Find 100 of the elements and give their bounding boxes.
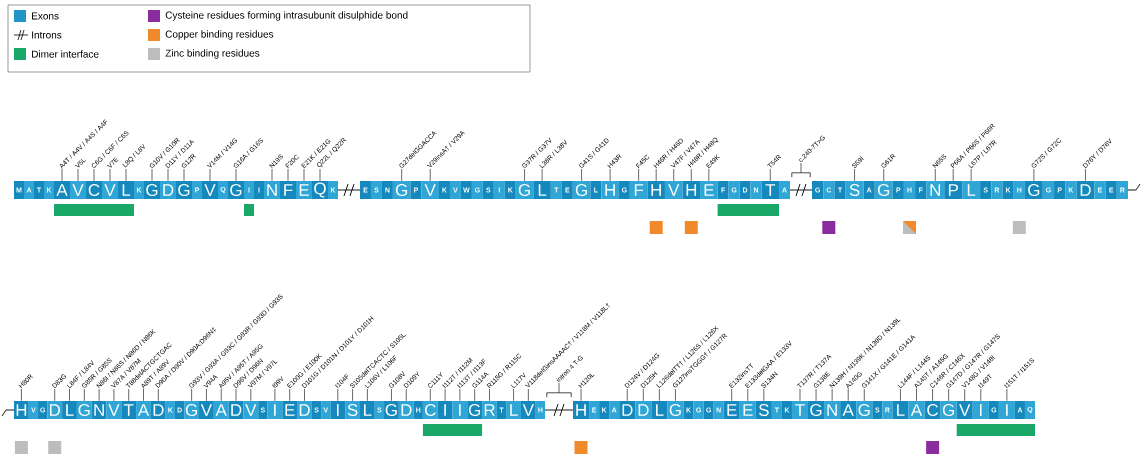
leader-line [655, 168, 657, 182]
leader-line [489, 388, 490, 402]
sequence-cell: D [1076, 181, 1095, 199]
leader-line [61, 168, 63, 182]
leader-line [847, 388, 849, 402]
leader-line [831, 388, 833, 402]
leader-line [964, 388, 965, 402]
leader-line [113, 388, 115, 402]
leader-line [444, 388, 446, 402]
legend-label: Dimer interface [32, 50, 99, 58]
leader-line [558, 382, 560, 394]
bracket [791, 172, 811, 178]
leader-line [932, 388, 933, 402]
legend-label: Introns [32, 31, 62, 39]
leader-line [167, 168, 169, 182]
leader-line [854, 168, 855, 182]
leader-line [1085, 168, 1086, 182]
sequence-cell: D [297, 401, 312, 419]
leader-line [747, 388, 749, 402]
sequence-cell: L [62, 401, 77, 419]
sequence-cell: H [573, 401, 590, 419]
leader-line [220, 388, 222, 402]
sequence-cell: A [54, 181, 70, 199]
sequence-cell: G [228, 181, 244, 199]
sequence-cell: G [856, 401, 873, 419]
sequence-cell: E [296, 181, 312, 199]
sequence-cell: L [118, 181, 134, 199]
leader-line [800, 162, 802, 174]
sequence-cell: E [282, 401, 298, 419]
leader-line [54, 388, 55, 402]
legend-label: Exons [32, 12, 59, 20]
leader-line [274, 388, 276, 402]
leader-line [405, 388, 407, 402]
leader-line [691, 168, 692, 182]
leader-line [673, 168, 675, 182]
leader-line [763, 388, 765, 402]
sequence-cell: L [892, 401, 909, 419]
leader-line [524, 168, 525, 182]
sequence-cell: L [533, 181, 551, 199]
sequence-cell: V [421, 181, 439, 199]
sequence-cell: L [651, 401, 668, 419]
leader-line [900, 388, 901, 402]
sequence-cell: V [199, 401, 214, 419]
leader-line [474, 388, 475, 402]
sequence-cell: D [47, 401, 63, 419]
leader-line [638, 168, 639, 182]
sequence-cell: P [944, 181, 963, 199]
leader-line [769, 168, 771, 182]
sequence-cell: G [184, 401, 200, 419]
sequence-cell: C [86, 181, 102, 199]
leader-line [659, 388, 660, 402]
sequence-cell: G [384, 401, 399, 419]
leader-line [98, 388, 100, 402]
leader-line [799, 388, 801, 402]
sequence-cell: N [926, 181, 945, 199]
leader-line [430, 388, 431, 402]
legend-label: Copper binding residues [165, 30, 274, 40]
leader-line [77, 168, 79, 182]
leader-line [429, 168, 431, 182]
sequence-cell: G [667, 401, 684, 419]
leader-line [250, 388, 252, 402]
leader-line [934, 168, 936, 182]
leader-line [352, 388, 353, 402]
sequence-cell: H [14, 401, 29, 419]
leader-line [581, 168, 582, 182]
leader-line [287, 168, 289, 182]
sequence-cell: Q [312, 181, 328, 199]
sequence-cell: V [70, 181, 86, 199]
leader-line [125, 168, 127, 182]
leader-line [235, 168, 237, 182]
leader-line [731, 388, 732, 402]
legend-label: Zinc binding residues [165, 49, 260, 59]
leader-line [1033, 168, 1035, 182]
leader-line [319, 168, 321, 182]
leader-line [916, 388, 917, 402]
sequence-cell: L [506, 401, 521, 419]
sequence-cell: I [452, 401, 468, 419]
leader-line [863, 388, 865, 402]
sequence-cell: A [840, 401, 857, 419]
leader-line [93, 168, 95, 182]
leader-line [235, 388, 237, 402]
leader-line [580, 388, 582, 402]
leader-line [143, 388, 144, 402]
leader-line [337, 388, 339, 402]
sequence-cell: G [176, 181, 192, 199]
sequence-cell: T [761, 181, 780, 199]
sequence-cell: I [267, 401, 283, 419]
sequence-cell: E [700, 181, 718, 199]
leader-line [626, 388, 628, 402]
leader-line [206, 388, 207, 402]
leader-line [367, 388, 368, 402]
leader-line [980, 388, 982, 402]
leader-line [948, 388, 949, 402]
legend-label: Cysteine residues forming intrasubunit disulphide bond [165, 11, 408, 21]
leader-line [528, 388, 529, 402]
sequence-cell: V [102, 181, 118, 199]
sequence-cell: G [808, 401, 825, 419]
sequence-cell: A [908, 401, 925, 419]
sequence-cell: S [345, 401, 360, 419]
leader-line [191, 388, 192, 402]
